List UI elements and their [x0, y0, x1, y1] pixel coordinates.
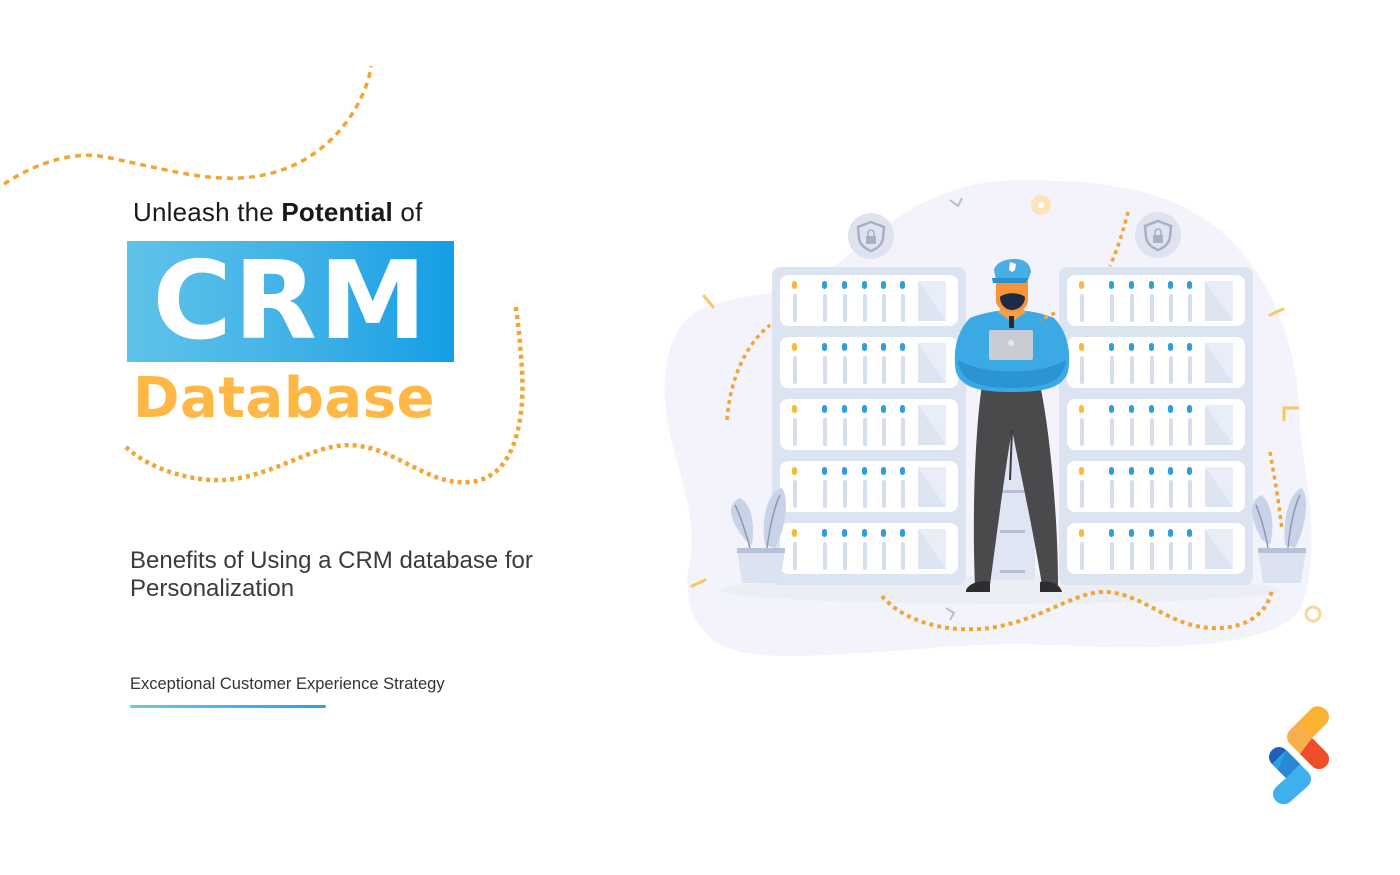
security-guard-illustration: [664, 180, 1322, 656]
headline-sub: Database: [133, 366, 436, 431]
decorative-marks: [690, 294, 1300, 588]
plant-icon: [1252, 488, 1306, 583]
tagline-underline: [130, 705, 326, 708]
plant-icon: [730, 488, 786, 583]
server-rack-icon: [772, 267, 966, 585]
shield-lock-icon: [1135, 212, 1181, 258]
headline-text: CRM: [152, 239, 429, 364]
subtitle: Benefits of Using a CRM database for Per…: [130, 547, 533, 602]
kicker-suffix: of: [392, 197, 423, 227]
kicker-emphasis: Potential: [281, 197, 393, 227]
brand-logo-icon: [1269, 706, 1329, 804]
kicker-prefix: Unleash the: [133, 197, 282, 227]
decorative-dashed-curves: [3, 65, 525, 485]
security-guard-figure: [954, 259, 1070, 592]
kicker-heading: Unleash the Potential of: [133, 197, 423, 228]
headline-banner: CRM: [127, 239, 454, 364]
tagline: Exceptional Customer Experience Strategy: [130, 675, 445, 693]
shield-lock-icon: [848, 213, 894, 259]
server-rack-icon: [1059, 267, 1253, 585]
decorative-dashes: [725, 211, 1284, 632]
